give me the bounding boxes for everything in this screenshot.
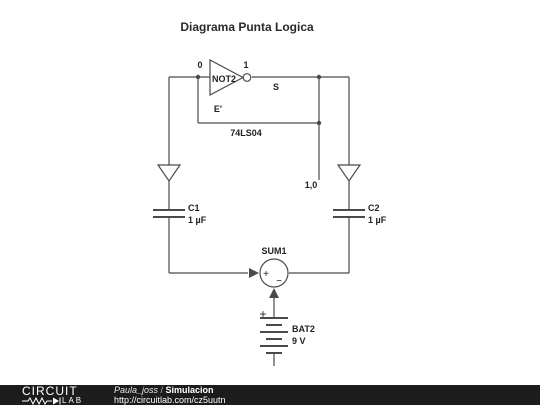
sum1-circle — [259, 258, 289, 288]
credit-separator: / — [158, 385, 166, 395]
author-link[interactable]: Paula_joss — [114, 385, 159, 395]
circuitlab-logo[interactable]: CIRCUIT LAB — [22, 385, 102, 405]
not-gate-bubble — [242, 73, 252, 82]
ground-c2-icon — [336, 164, 362, 183]
circuit-schematic: Diagrama Punta Logica — [153, 20, 387, 366]
c2-value: 1 µF — [368, 215, 387, 225]
junction-output — [316, 74, 322, 80]
not-gate-icon — [209, 59, 245, 96]
node-s-label: S — [273, 82, 279, 92]
bat-name: BAT2 — [292, 324, 315, 334]
sum1-name: SUM1 — [261, 246, 286, 256]
diagram-title: Diagrama Punta Logica — [180, 20, 314, 34]
node-e-label: E' — [214, 104, 222, 114]
footer-bar: CIRCUIT LAB Paula_joss / Simulacion http… — [0, 385, 540, 405]
gate-output-pin: 1 — [243, 60, 248, 70]
bat-plus: + — [259, 307, 266, 321]
circuit-url-link[interactable]: http://circuitlab.com/cz5uutn — [114, 395, 226, 405]
logo-text-circuit: CIRCUIT — [22, 384, 78, 398]
sum1-plus: + — [263, 269, 269, 280]
gate-input-pin: 0 — [197, 60, 202, 70]
ground-c1-icon — [156, 164, 182, 183]
project-link[interactable]: Simulacion — [165, 385, 214, 395]
footer-credit: Paula_joss / Simulacion — [114, 386, 214, 395]
gate-name-label: NOT2 — [212, 74, 236, 84]
logo-text-lab: LAB — [62, 396, 84, 405]
junction-input — [195, 74, 201, 80]
c1-name: C1 — [188, 203, 200, 213]
gate-part-label: 74LS04 — [230, 128, 262, 138]
junction-feedback — [316, 120, 322, 126]
c2-name: C2 — [368, 203, 380, 213]
arrow-bat-into-sum — [269, 288, 279, 298]
arrow-c1-into-sum — [249, 268, 259, 278]
c1-value: 1 µF — [188, 215, 207, 225]
sum1-minus: − — [276, 276, 282, 287]
probe-label: 1,0 — [305, 180, 318, 190]
logo-resistor-icon — [22, 396, 61, 405]
bat-value: 9 V — [292, 336, 306, 346]
